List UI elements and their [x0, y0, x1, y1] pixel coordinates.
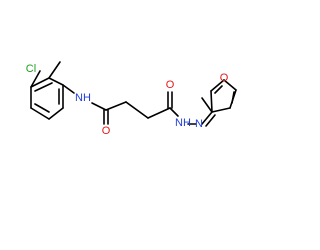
succinyl-chain-bond — [125, 101, 149, 119]
imine-double-bond-2 — [205, 114, 216, 127]
amide-n-bond — [62, 84, 75, 94]
molecule-drawing: Cl NH O O NH N O — [26, 61, 237, 137]
amide-oxygen-atom-label: O — [102, 125, 111, 137]
furan-ring — [210, 79, 237, 113]
imine-double-bond-1 — [201, 111, 213, 125]
amide-carbonyl-bond — [105, 101, 127, 111]
chloro-bond — [30, 70, 41, 88]
chlorine-atom-label: Cl — [26, 63, 36, 75]
hydrazide-nh-atom-label: NH — [175, 117, 191, 129]
amide-nh-atom-label: NH — [75, 92, 91, 104]
methyl-bond — [48, 61, 61, 79]
imine-n-atom-label: N — [195, 118, 203, 130]
furan-oxygen-atom-label: O — [220, 72, 229, 84]
imine-methyl-bond — [201, 97, 213, 113]
hydrazide-carbon-bond — [147, 107, 171, 119]
amide-carbon-bond — [91, 102, 107, 111]
chlorotoluene-ring — [30, 77, 64, 120]
hydrazide-oxygen-atom-label: O — [166, 79, 175, 91]
structure-canvas: Cl NH O O NH N O — [25, 61, 237, 137]
hydrazide-n-bond — [169, 107, 179, 117]
